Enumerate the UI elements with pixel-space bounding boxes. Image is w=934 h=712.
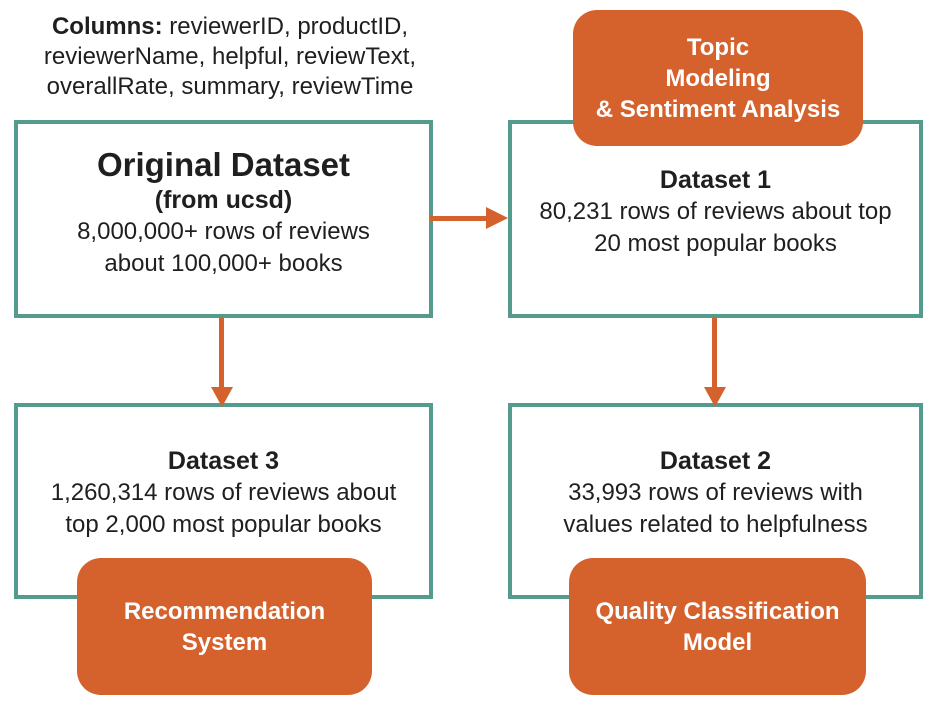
columns-note: Columns: reviewerID, productID, reviewer… bbox=[14, 12, 446, 102]
dataset-2-title: Dataset 2 bbox=[659, 447, 772, 475]
arrow-right-head-icon bbox=[486, 207, 508, 229]
columns-note-line-2: reviewerName, helpful, reviewText, bbox=[43, 43, 417, 70]
arrow-down-head-icon bbox=[704, 387, 726, 407]
arrow-shaft bbox=[219, 317, 224, 388]
original-dataset-title: Original Dataset bbox=[96, 146, 351, 183]
dataset-3-desc: 1,260,314 rows of reviews about top 2,00… bbox=[50, 479, 397, 538]
arrow-down-head-icon bbox=[211, 387, 233, 407]
dataset-3-title: Dataset 3 bbox=[167, 447, 280, 475]
columns-note-line-1-text: reviewerID, productID, bbox=[162, 13, 409, 40]
original-dataset-subtitle: (from ucsd) bbox=[154, 186, 293, 214]
arrow-shaft bbox=[430, 216, 488, 221]
arrow-original-to-dataset3 bbox=[211, 317, 233, 407]
topic-modeling-sentiment-label: Topic Modeling & Sentiment Analysis bbox=[573, 10, 863, 146]
columns-note-line-3: overallRate, summary, reviewTime bbox=[46, 73, 414, 100]
dataset-1-title: Dataset 1 bbox=[659, 166, 772, 194]
dataset-2-desc: 33,993 rows of reviews with values relat… bbox=[563, 479, 868, 538]
columns-note-label: Columns: bbox=[51, 13, 163, 40]
original-dataset-box: Original Dataset (from ucsd) 8,000,000+ … bbox=[14, 120, 433, 318]
dataset-1-desc: 80,231 rows of reviews about top 20 most… bbox=[539, 198, 892, 257]
recommendation-system-label: Recommendation System bbox=[77, 558, 372, 695]
arrow-original-to-dataset1 bbox=[430, 207, 508, 229]
columns-note-line-1: Columns: reviewerID, productID, bbox=[14, 12, 446, 42]
quality-classification-model-label: Quality Classification Model bbox=[569, 558, 866, 695]
arrow-dataset1-to-dataset2 bbox=[704, 317, 726, 407]
original-dataset-desc: 8,000,000+ rows of reviews about 100,000… bbox=[77, 218, 370, 277]
dataset-1-box: Dataset 1 80,231 rows of reviews about t… bbox=[508, 120, 923, 318]
arrow-shaft bbox=[712, 317, 717, 388]
